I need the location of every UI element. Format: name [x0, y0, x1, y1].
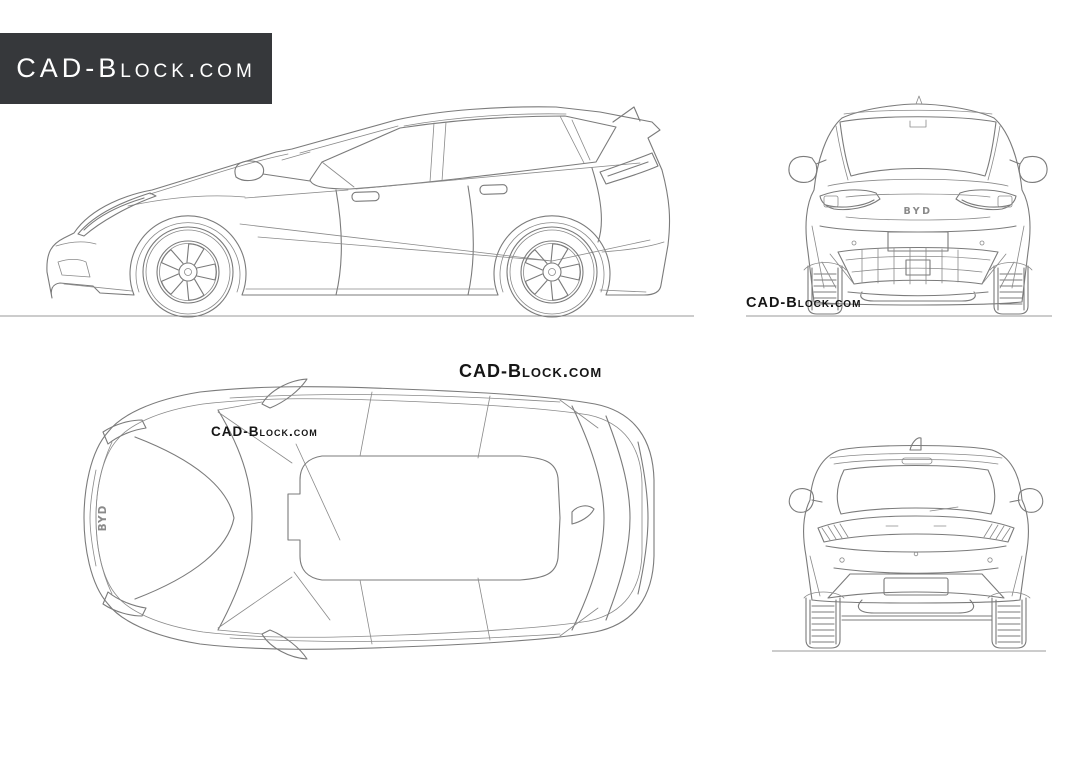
rear-wiper [929, 506, 959, 512]
top-body-inner-line [95, 398, 643, 638]
side-rear-door-handle [479, 184, 508, 195]
front-right-sensor-dot [979, 240, 985, 246]
rear-window [836, 464, 996, 515]
front-left-sensor-dot [851, 240, 857, 246]
rear-right-tire [991, 597, 1027, 649]
front-right-projector [997, 195, 1013, 208]
top-rear-arcs [571, 405, 649, 631]
side-taillight [599, 152, 659, 185]
front-byd-badge: BYD [904, 206, 933, 217]
rear-right-mirror [1009, 488, 1044, 513]
front-right-headlight [955, 189, 1017, 211]
rear-left-mirror [788, 488, 823, 513]
rear-wheel-arches [803, 591, 1031, 599]
watermark-above-top-view: CAD-Block.com [459, 361, 603, 381]
side-rear-wheel [506, 226, 598, 318]
side-window-outline [309, 115, 617, 190]
front-badge-band [845, 193, 991, 221]
side-antenna-fin [612, 106, 641, 123]
rear-brake-light [901, 457, 933, 465]
rear-tailgate-seams [825, 545, 1007, 574]
cad-block-logo: CAD-Block.com [0, 33, 272, 104]
side-view-drawing [46, 106, 671, 318]
front-hood-line [827, 178, 1009, 187]
top-headlights [102, 419, 147, 617]
front-bumper-corners [811, 225, 1025, 289]
front-view-drawing: BYD [788, 95, 1048, 315]
rear-spoiler-lines [829, 453, 1003, 465]
watermark-below-front-view: CAD-Block.com [746, 295, 862, 311]
front-body-outline [805, 103, 1031, 306]
side-rear-bumper-lines [599, 241, 665, 293]
rear-taillight-hatching [821, 523, 1011, 541]
rear-license-recess [883, 577, 949, 596]
front-lower-grille [837, 246, 999, 285]
front-grille-mesh [845, 247, 991, 285]
top-hood-line [134, 436, 235, 600]
top-apillar-wipers [217, 401, 341, 635]
front-license-plate [887, 231, 949, 252]
watermark-on-top-view: CAD-Block.com [211, 424, 318, 439]
top-nose-lines [89, 441, 113, 595]
rear-body-outline [803, 444, 1029, 604]
cad-block-logo-text: CAD-Block.com [16, 53, 256, 83]
rear-left-tire [805, 597, 841, 649]
side-headlight [77, 192, 157, 237]
top-cpillar-lines [559, 399, 599, 637]
top-cowl-arc [217, 409, 253, 631]
side-beltline [244, 162, 641, 199]
front-wheel-arches [803, 262, 1033, 271]
side-roof-lines [149, 113, 567, 195]
front-windshield [839, 116, 997, 177]
side-body-outline [46, 106, 671, 299]
top-body-outline [83, 386, 655, 650]
rear-taillight-bar [817, 515, 1015, 543]
top-mirrors [261, 378, 308, 660]
front-antenna-roofline [843, 95, 993, 115]
top-view-drawing: BYD [83, 378, 655, 660]
top-byd-badge: BYD [97, 505, 109, 532]
rear-lower-lip [841, 599, 993, 621]
front-left-projector [823, 195, 839, 208]
side-wheel-arch-lips [135, 222, 605, 293]
front-left-mirror [788, 155, 827, 183]
side-door-seams [335, 167, 602, 296]
side-character-lines [127, 195, 651, 290]
side-front-wheel [142, 226, 234, 318]
top-rails-door-seams [229, 391, 561, 645]
rear-left-sensor-dot [839, 557, 845, 563]
side-front-bumper-lines [55, 241, 133, 292]
front-bumper-bottom [847, 291, 989, 302]
rear-side-creases [809, 555, 1023, 597]
rear-right-sensor-dot [987, 557, 993, 563]
top-roof-glass-panel [287, 455, 561, 581]
front-right-mirror [1009, 155, 1048, 183]
rear-center-sensor-dot [913, 551, 919, 557]
front-left-headlight [819, 189, 881, 211]
front-bumper-crease [819, 225, 1017, 233]
rear-view-drawing [788, 437, 1044, 649]
side-pillar-lines [321, 115, 591, 188]
front-windshield-details [835, 119, 1001, 181]
front-sensor-box [905, 259, 931, 276]
rear-antenna-fin [909, 437, 922, 451]
side-front-door-handle [351, 191, 380, 202]
side-mirror [234, 160, 311, 182]
top-antenna-fin [571, 505, 595, 525]
